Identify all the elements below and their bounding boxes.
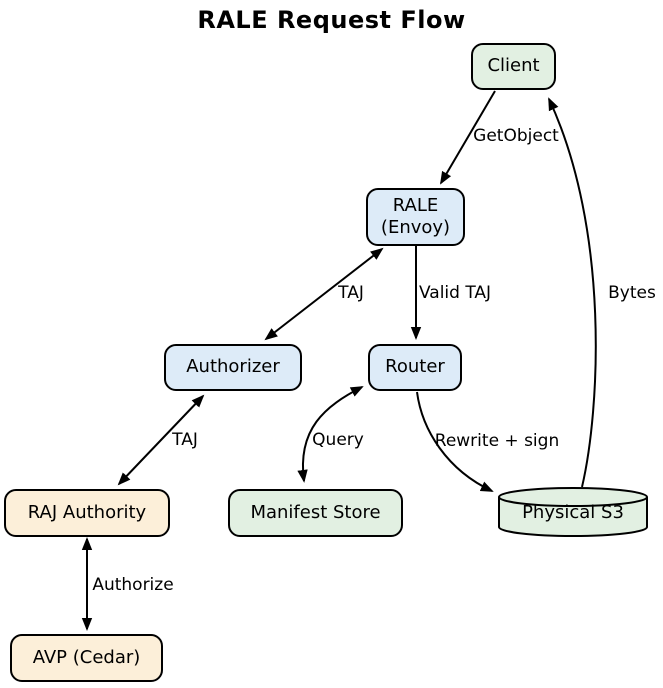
node-authorizer: Authorizer: [164, 344, 302, 391]
node-rale-label-line1: RALE: [392, 194, 439, 216]
node-manifest-store-label: Manifest Store: [250, 501, 381, 523]
edge-rale-authorizer: [264, 247, 384, 341]
physical-s3-text: Physical S3: [522, 501, 624, 523]
node-raj-authority: RAJ Authority: [4, 489, 170, 537]
node-physical-s3-shape: [498, 487, 648, 537]
edge-label-getobject: GetObject: [473, 126, 559, 146]
node-rale-envoy: RALE (Envoy): [366, 188, 465, 246]
node-avp-cedar-label: AVP (Cedar): [32, 646, 141, 668]
cylinder-body: [498, 497, 648, 537]
cylinder-top: [498, 487, 648, 507]
edge-label-rewrite-sign: Rewrite + sign: [434, 431, 560, 451]
edge-router-to-s3: [416, 391, 494, 492]
node-router-label: Router: [385, 356, 445, 378]
node-avp-cedar: AVP (Cedar): [10, 634, 163, 682]
edge-label-valid-taj: Valid TAJ: [418, 283, 492, 303]
edge-label-taj-lower: TAJ: [172, 430, 198, 450]
edge-label-bytes: Bytes: [608, 283, 656, 303]
edge-s3-to-client: [548, 97, 597, 488]
node-rale-label-line2: (Envoy): [380, 217, 451, 238]
diagram-title: RALE Request Flow: [197, 6, 466, 34]
node-authorizer-label: Authorizer: [186, 356, 280, 378]
node-client-label: Client: [487, 55, 540, 77]
edge-label-authorize: Authorize: [92, 575, 174, 595]
edge-client-to-rale: [440, 90, 496, 185]
node-manifest-store: Manifest Store: [228, 489, 403, 537]
node-router: Router: [368, 344, 462, 391]
node-physical-s3-label: Physical S3: [498, 492, 648, 532]
node-raj-authority-label: RAJ Authority: [27, 501, 147, 523]
edge-authorizer-raj: [117, 394, 205, 486]
edge-label-taj-upper: TAJ: [338, 283, 364, 303]
edge-label-query: Query: [312, 430, 364, 450]
edge-router-manifest: [297, 386, 364, 483]
node-client: Client: [471, 43, 556, 90]
